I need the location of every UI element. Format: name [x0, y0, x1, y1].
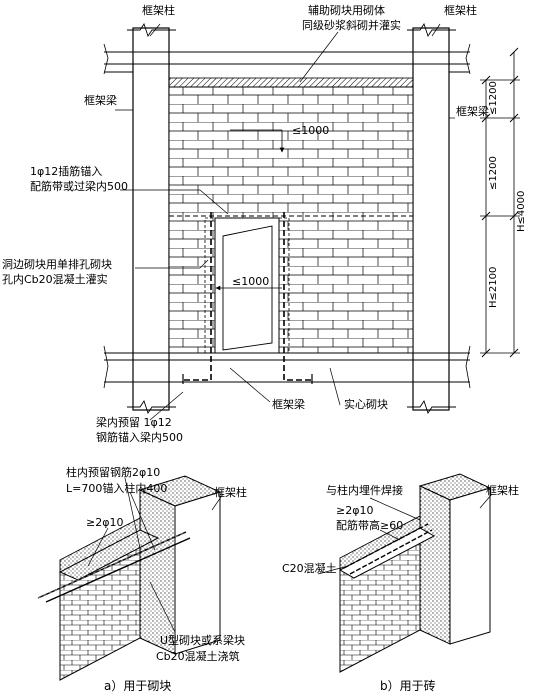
label-dim-total: H≤4000	[516, 191, 527, 232]
label-b-concrete: C20混凝土	[282, 561, 337, 575]
masonry-wall	[168, 86, 414, 354]
label-right-beam: 框架梁	[456, 104, 489, 118]
label-a-rebar-2: L=700锚入柱内400	[66, 481, 167, 495]
label-beam-rebar-1: 梁内预留 1φ12	[96, 415, 172, 429]
label-aux-block-1: 辅助砌块用砌体	[308, 3, 385, 17]
label-top-right-column: 框架柱	[444, 3, 477, 17]
elevation-view	[103, 22, 520, 421]
label-edge-block-2: 孔内Cb20混凝土灌实	[2, 272, 108, 286]
label-beam-rebar-2: 钢筋锚入梁内500	[96, 430, 183, 444]
label-a-ublock-2: Cb20混凝土浇筑	[156, 649, 240, 663]
label-b-rebar-1: ≥2φ10	[336, 504, 373, 517]
label-top-left-column: 框架柱	[142, 3, 175, 17]
label-dim-top: ≤1200	[488, 81, 499, 115]
label-bottom-beam: 框架梁	[272, 397, 305, 411]
label-rebar-anchor-2: 配筋带或过梁内500	[30, 179, 128, 193]
label-b-column: 框架柱	[486, 483, 519, 497]
label-spacing-lower: ≤1000	[232, 275, 269, 288]
label-a-rebar-small: ≥2φ10	[86, 516, 123, 529]
label-spacing-upper: ≤1000	[292, 124, 329, 137]
label-rebar-anchor-1: 1φ12插筋锚入	[30, 164, 102, 178]
left-column	[132, 27, 170, 411]
label-dim-bottom: H≤2100	[488, 267, 499, 308]
label-a-ublock-1: U型砌块或系梁块	[160, 633, 245, 647]
caption-b: b）用于砖	[380, 678, 436, 693]
label-aux-block-2: 同级砂浆斜砌并灌实	[302, 18, 401, 32]
label-b-weld: 与柱内埋件焊接	[326, 483, 403, 497]
label-edge-block-1: 洞边砌块用单排孔砌块	[2, 257, 112, 271]
detail-a-block-masonry	[37, 475, 224, 681]
caption-a: a）用于砌块	[104, 679, 171, 693]
auxiliary-course	[168, 77, 414, 88]
label-solid-block: 实心砌块	[344, 397, 388, 411]
label-a-rebar-1: 柱内预留钢筋2φ10	[66, 465, 160, 479]
label-b-rebar-2: 配筋带高≥60	[336, 518, 403, 532]
label-left-beam: 框架梁	[84, 93, 117, 107]
label-a-column: 框架柱	[214, 485, 247, 499]
right-column	[412, 27, 450, 411]
detail-b-brick-masonry	[317, 473, 493, 673]
label-dim-mid: ≤1200	[488, 156, 499, 190]
